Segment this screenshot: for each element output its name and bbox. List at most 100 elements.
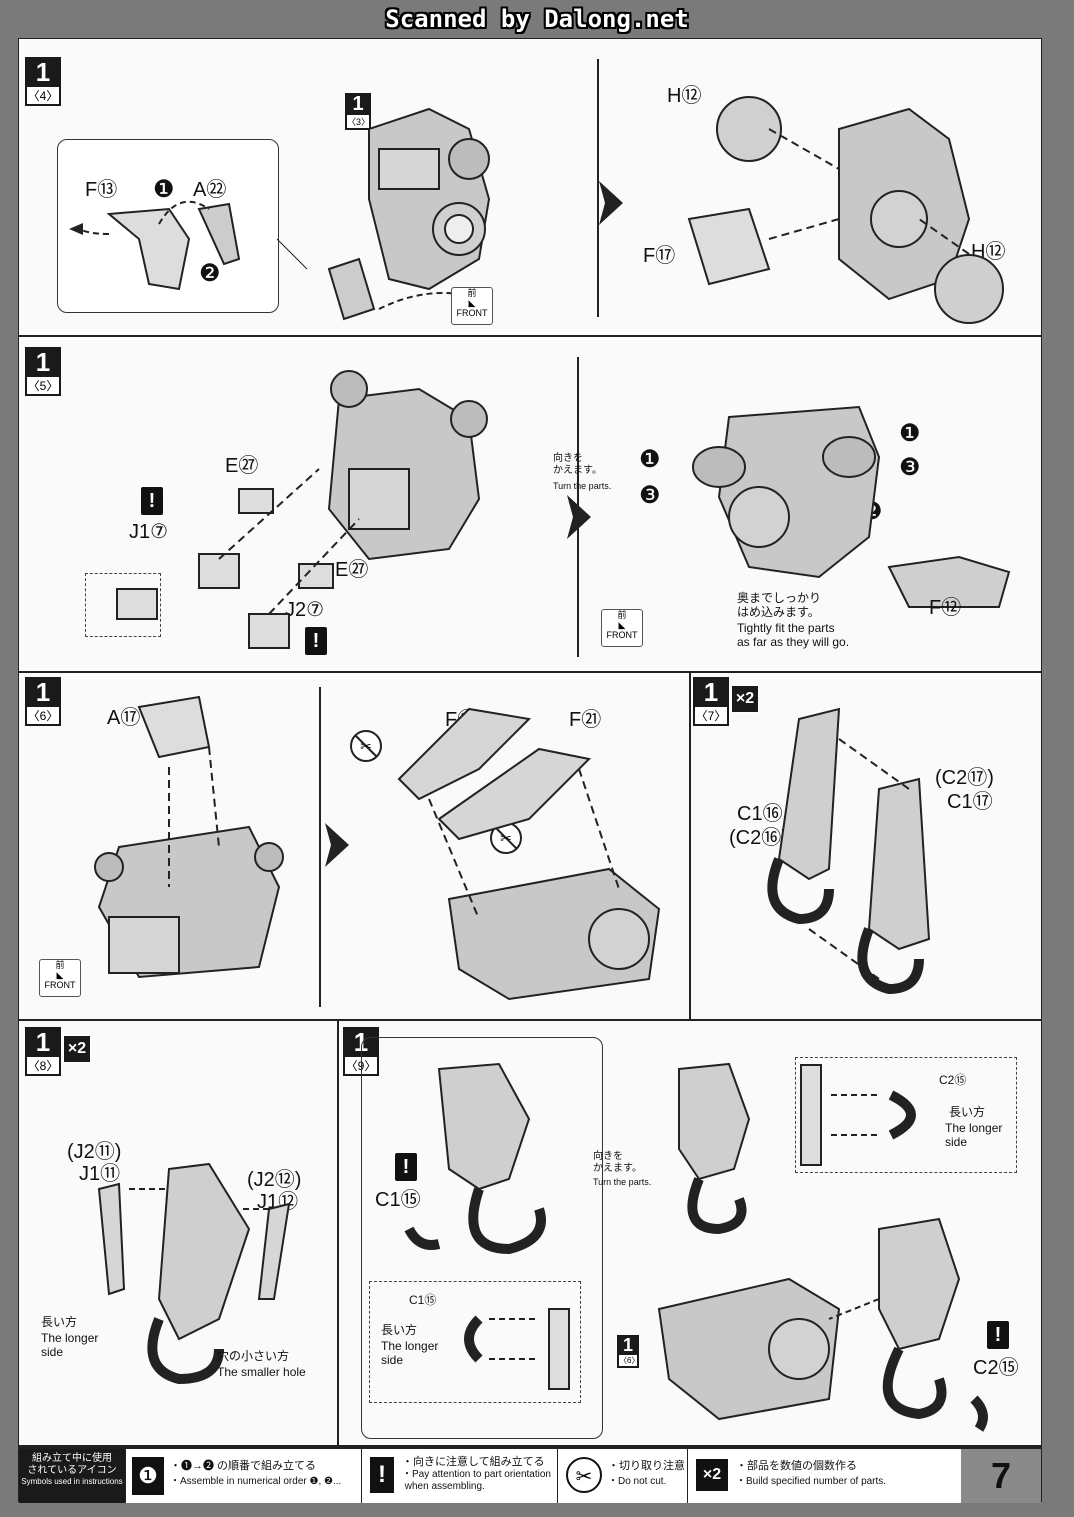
order-2-icon: ❷ <box>199 260 221 287</box>
do-not-cut-icon: ✂ <box>566 1457 602 1493</box>
ref-badge-1-3: 1〈3〉 <box>345 93 371 130</box>
order-1-icon: ❶ <box>153 176 175 203</box>
turn-parts-jp: 向きを かえます。 <box>593 1151 642 1174</box>
front-indicator: 前◣FRONT <box>451 287 493 325</box>
torso-vent-parts-illustration <box>116 370 488 649</box>
order-1-icon: ❶ <box>899 420 921 447</box>
step-1-4-panel <box>19 39 1041 337</box>
longer-side-en: The longer side <box>945 1121 1003 1149</box>
longer-side-en: The longer side <box>41 1331 99 1359</box>
torso-claw-attach-illustration <box>657 1217 988 1432</box>
claw-turned-illustration <box>678 1062 751 1235</box>
part-label-f21: F㉑ <box>569 709 602 731</box>
part-label-c1-15: C1⑮ <box>375 1189 421 1211</box>
part-label-a22: A㉒ <box>193 179 227 201</box>
part-label-c2-17: (C2⑰) <box>935 767 994 789</box>
next-step-arrow <box>567 495 591 539</box>
legend-title: 組み立て中に使用 されているアイコン Symbols used in instr… <box>19 1449 125 1503</box>
part-label-c1-16: C1⑯ <box>737 803 783 825</box>
order-3-icon: ❸ <box>639 482 661 509</box>
panel-divider <box>319 687 321 1007</box>
part-label-f12: F⑫ <box>929 597 962 619</box>
symbols-legend: 組み立て中に使用 されているアイコン Symbols used in instr… <box>19 1447 1041 1503</box>
c15-insertion-illustration <box>464 1308 570 1390</box>
part-label-j2-11: (J2⑪) <box>67 1141 122 1163</box>
step-1-9-panel <box>339 1021 1041 1447</box>
warning-icon: ! <box>370 1457 394 1493</box>
legend-item-orientation: ! ・向きに注意して組み立てる ・Pay attention to part o… <box>361 1449 558 1503</box>
longer-side-en: The longer side <box>381 1339 439 1367</box>
torso-assembly-illustration <box>327 107 491 321</box>
claw-armor-j-parts-illustration <box>97 1162 291 1385</box>
torso-a17-illustration <box>94 695 284 979</box>
detail-callout <box>361 1037 603 1439</box>
legend-item-build-count: ×2 ・部品を数値の個数作る ・Build specified number o… <box>687 1449 886 1503</box>
orientation-warning-icon: ! <box>141 487 163 515</box>
tight-fit-en: Tightly fit the parts as far as they wil… <box>737 621 850 649</box>
legend-item-do-not-cut: ✂ ・切り取り注意 ・Do not cut. <box>557 1449 688 1503</box>
page-number: 7 <box>961 1449 1041 1503</box>
step-badge-1-7: 1〈7〉 <box>693 677 729 726</box>
smaller-hole-jp: 穴の小さい方 <box>217 1349 290 1363</box>
turn-parts-jp: 向きを かえます。 <box>553 453 602 476</box>
part-label-c2-15-inset: C2⑮ <box>939 1073 967 1087</box>
part-label-c1-17: C1⑰ <box>947 791 993 813</box>
torso-turned-illustration <box>692 405 1011 608</box>
next-step-arrow <box>325 823 349 867</box>
do-not-cut-icon: ✂ <box>350 730 382 762</box>
part-label-f17: F⑰ <box>643 245 676 267</box>
instruction-sheet: 1〈4〉 F⑬ A㉒ ❶ ❷ 1〈3〉 前◣FRONT H⑫ F⑰ H⑫ <box>18 38 1042 1503</box>
step-badge-1-6: 1〈6〉 <box>25 677 61 726</box>
callout-parts-illustration <box>69 200 241 291</box>
part-label-j27: J2⑦ <box>285 599 325 621</box>
part-label-a17: A⑰ <box>107 707 141 729</box>
c2-15-insertion-illustration <box>800 1064 916 1166</box>
claw-halves-illustration <box>767 707 931 995</box>
part-label-j17: J1⑦ <box>129 521 169 543</box>
ref-badge-1-6: 1〈6〉 <box>617 1335 639 1368</box>
part-label-f13: F⑬ <box>85 179 118 201</box>
part-label-c2-16: (C2⑯) <box>729 827 788 849</box>
front-indicator: 前◣FRONT <box>601 609 643 647</box>
build-count-x2-icon: ×2 <box>696 1459 728 1491</box>
step-1-7-panel <box>691 673 1041 1021</box>
part-label-h12-top: H⑫ <box>667 85 702 107</box>
detail-inset <box>369 1281 581 1403</box>
detail-inset <box>795 1057 1017 1173</box>
legend-item-order: ❶ ・❶→❷ の順番で組み立てる ・Assemble in numerical … <box>125 1449 362 1503</box>
next-step-arrow <box>599 181 623 225</box>
detail-inset <box>85 573 161 637</box>
svg-text:✂: ✂ <box>500 831 512 847</box>
scan-credit: Scanned by Dalong.net <box>385 5 689 33</box>
part-label-e27-bottom: E㉗ <box>335 559 369 581</box>
part-label-e27-top: E㉗ <box>225 455 259 477</box>
step-badge-1-5: 1〈5〉 <box>25 347 61 396</box>
order-icon: ❶ <box>132 1457 164 1495</box>
part-label-c2-15: C2⑮ <box>973 1357 1019 1379</box>
tight-fit-jp: 奥までしっかり はめ込みます。 <box>737 591 822 619</box>
build-count-x2-icon: ×2 <box>63 1035 91 1063</box>
step-badge-1-4: 1〈4〉 <box>25 57 61 106</box>
step-1-5-panel <box>19 337 1041 673</box>
panel-divider <box>597 59 599 317</box>
build-count-x2-icon: ×2 <box>731 685 759 713</box>
torso-h-f-parts-illustration <box>687 96 1004 324</box>
step-1-8-panel <box>19 1021 339 1447</box>
step-1-6-panel <box>19 673 691 1021</box>
svg-text:✂: ✂ <box>360 739 372 755</box>
callout-pointer <box>276 238 308 270</box>
longer-side-jp: 長い方 <box>381 1323 418 1337</box>
smaller-hole-en: The smaller hole <box>217 1365 306 1379</box>
front-indicator: 前◣FRONT <box>39 959 81 997</box>
step-badge-1-8: 1〈8〉 <box>25 1027 61 1076</box>
order-3-icon: ❸ <box>899 454 921 481</box>
claw-assembly-illustration <box>404 1062 546 1255</box>
part-label-j2-12: (J2⑫) <box>247 1169 302 1191</box>
longer-side-jp: 長い方 <box>41 1315 78 1329</box>
part-label-j1-11: J1⑪ <box>79 1163 121 1185</box>
part-label-c1-15-inset: C1⑮ <box>409 1293 437 1307</box>
longer-side-jp: 長い方 <box>949 1105 986 1119</box>
orientation-warning-icon: ! <box>395 1153 417 1181</box>
orientation-warning-icon: ! <box>987 1321 1009 1349</box>
torso-f20-f21-illustration <box>397 707 661 1001</box>
